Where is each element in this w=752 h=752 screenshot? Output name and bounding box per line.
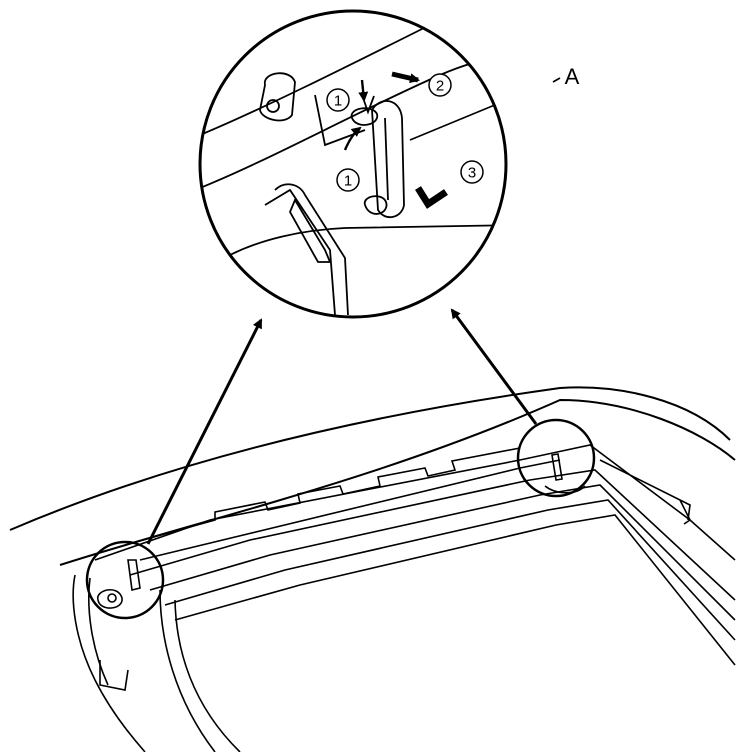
zoom-detail-view (198, 9, 508, 319)
right-clip-detail (544, 453, 692, 525)
roof-panel (9, 386, 736, 566)
step-marker-3: 3 (460, 160, 484, 184)
sunroof-frame (72, 444, 736, 752)
step-marker-2: 2 (428, 73, 452, 97)
step-label: 1 (344, 173, 352, 190)
leader-arrow-left (146, 318, 263, 545)
remove-arrow (415, 186, 448, 209)
callout-a-leader (552, 77, 561, 83)
leader-arrow-right (450, 308, 538, 425)
step-label: 2 (436, 78, 444, 95)
callout-label-a: A (565, 64, 580, 89)
detail-circle-left (85, 540, 165, 620)
deflector-rail (124, 447, 691, 561)
lower-pin (363, 195, 388, 215)
step-label: 3 (468, 165, 476, 182)
left-clip-detail (97, 559, 141, 691)
slide-arrow (391, 71, 420, 84)
detail-circle-right (516, 418, 596, 498)
step-label: 1 (334, 93, 342, 110)
step-marker-1b: 1 (336, 168, 360, 192)
upper-pin (350, 107, 378, 126)
part-a-deflector-arm (371, 100, 405, 219)
step-marker-1a: 1 (326, 88, 350, 112)
eyelet-bracket (259, 72, 296, 122)
